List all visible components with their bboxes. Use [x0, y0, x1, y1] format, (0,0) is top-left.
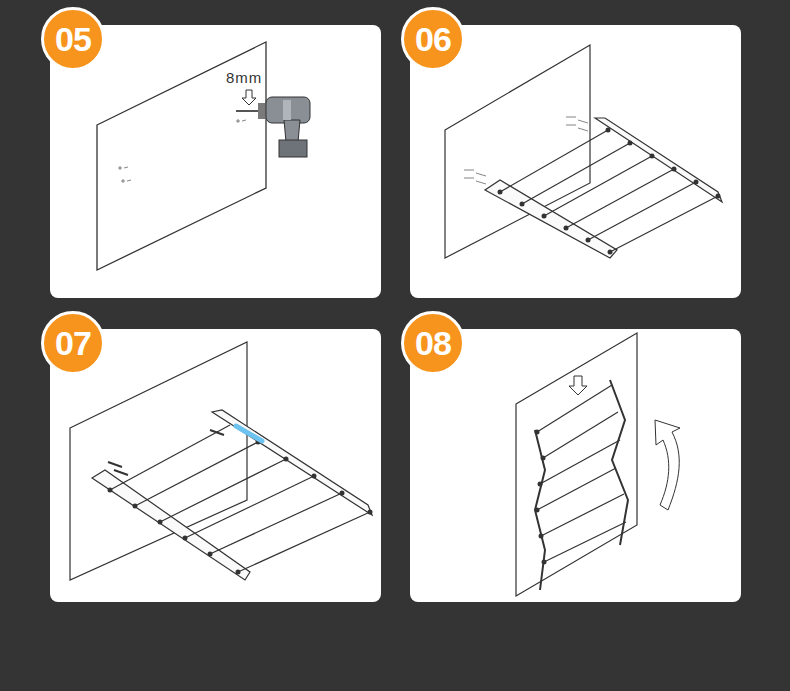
step-panel [410, 25, 741, 298]
step-badge: 05 [41, 7, 105, 71]
rack-align-step [445, 45, 722, 258]
step-badge: 07 [41, 311, 105, 375]
step-number: 05 [55, 22, 91, 56]
step-number: 08 [415, 326, 451, 360]
drill-step [97, 42, 266, 270]
screw-step [70, 342, 373, 580]
step-number: 07 [55, 326, 91, 360]
step-panel [410, 329, 741, 602]
step-number: 06 [415, 22, 451, 56]
step-badge: 08 [401, 311, 465, 375]
step-panel [50, 25, 381, 298]
step-panel [50, 329, 381, 602]
dimension-label: 8mm [226, 69, 262, 86]
step-badge: 06 [401, 7, 465, 71]
drill-icon [258, 97, 310, 157]
fold-step [516, 333, 680, 596]
